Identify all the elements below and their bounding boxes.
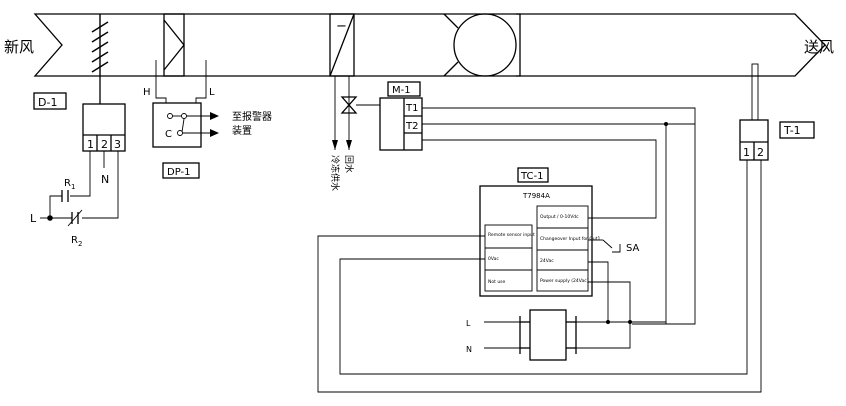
relay-r2-label: R2	[71, 235, 82, 248]
dp-tag: DP-1	[167, 167, 190, 178]
left-block-0vac: 0Vac	[488, 256, 499, 262]
right-block-changeover: Changeover Input for Out1	[540, 236, 601, 242]
dp-tag-box	[162, 162, 200, 179]
changeover-switch-label: SA	[626, 243, 640, 254]
damper-neutral-label: N	[101, 173, 109, 186]
dp-common-label: C	[165, 129, 172, 140]
left-block-remote-sensor: Remote sensor input	[488, 232, 535, 238]
controller-tag: TC-1	[520, 171, 543, 182]
air-duct	[33, 13, 826, 77]
right-block-24vac: 24Vac	[540, 258, 554, 264]
damper-terminal-3: 3	[114, 138, 121, 151]
damper-line-label: L	[30, 212, 37, 225]
filter	[91, 14, 109, 76]
control-wiring	[317, 107, 762, 393]
valve-terminal-t1: T1	[405, 103, 418, 114]
sensor-terminal-2: 2	[757, 146, 764, 159]
left-block-not-use: Not use	[488, 279, 506, 285]
prefilter-box	[163, 13, 185, 77]
power-line-label: L	[466, 319, 471, 328]
dp-high-label: H	[143, 87, 151, 98]
supply-water-label: 冷冻供水	[329, 155, 341, 191]
damper-tag: D-1	[38, 96, 57, 109]
cooling-coil	[329, 13, 355, 77]
damper-actuator	[82, 103, 126, 152]
controller-model: T7984A	[522, 192, 550, 200]
alarm-label-line1: 至报警器	[232, 110, 272, 123]
pressure-tubes	[155, 60, 207, 105]
coil-minus-mark: −	[336, 19, 347, 34]
damper-wiring	[40, 151, 119, 227]
controller	[479, 185, 593, 297]
power-neutral-label: N	[466, 345, 472, 354]
sensor-tag-box	[779, 121, 815, 139]
alarm-label-line2: 装置	[232, 124, 252, 137]
valve-tag: M-1	[392, 85, 411, 96]
dp-low-label: L	[209, 87, 215, 98]
damper-terminal-2: 2	[101, 138, 108, 151]
control-valve	[340, 96, 380, 114]
valve-terminal-t2: T2	[405, 121, 418, 132]
pressure-switch	[152, 102, 219, 148]
right-block-power-supply: Power supply (24Vac)	[540, 278, 589, 284]
valve-actuator	[379, 97, 423, 151]
valve-tag-box	[387, 81, 421, 97]
temperature-sensor	[739, 119, 769, 161]
damper-tag-box	[33, 92, 67, 110]
right-block-output: Output / 0-10Vdc	[540, 214, 579, 220]
sensor-tag: T-1	[783, 124, 801, 137]
damper-terminal-1: 1	[87, 138, 94, 151]
supply-fan	[443, 13, 521, 77]
fresh-air-label: 新风	[4, 38, 34, 56]
relay-r1-label: R1	[64, 178, 75, 191]
controller-tag-box	[517, 167, 549, 183]
supply-air-label: 送风	[804, 38, 834, 56]
sensor-terminal-1: 1	[743, 146, 750, 159]
return-water-label: 回水	[343, 155, 355, 173]
duct-sensor-probe	[751, 63, 759, 121]
